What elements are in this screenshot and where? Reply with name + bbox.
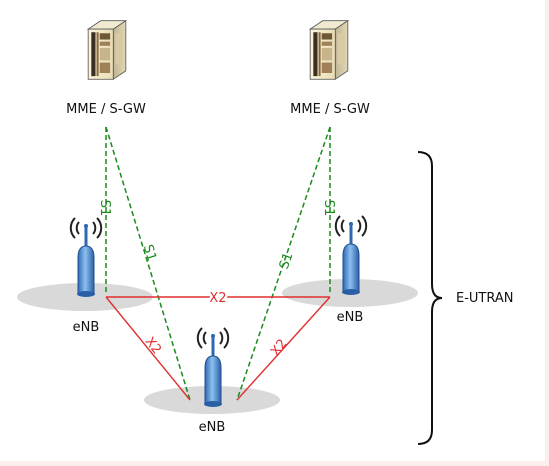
gateway-left-label: MME / S-GW: [66, 102, 146, 117]
s1-label-right-vertical: S1: [321, 200, 336, 217]
enb-left-label: eNB: [73, 320, 100, 335]
x2-links: [105, 296, 331, 401]
s1-link-right-center: [236, 126, 331, 401]
x2-link-left: [105, 296, 191, 401]
x2-label-top: X2: [209, 291, 226, 306]
server-tower-icon: [309, 20, 349, 80]
s1-label-left-vertical: S1: [97, 200, 112, 217]
enb-right-label: eNB: [337, 310, 364, 325]
enb-center: eNB: [196, 327, 230, 435]
s1-links: [105, 126, 331, 401]
x2-label-right: X2: [268, 336, 290, 359]
enb-left: eNB: [69, 217, 103, 335]
enb-left-ground: [17, 283, 153, 311]
x2-label-left: X2: [142, 334, 164, 357]
x2-link-right: [236, 296, 331, 401]
eutran-label: E-UTRAN: [456, 291, 513, 306]
gateway-right: MME / S-GW: [290, 20, 370, 117]
s1-link-left-center: [105, 126, 191, 401]
eutran-brace: [417, 151, 443, 445]
enb-right: eNB: [334, 215, 368, 325]
gateway-right-label: MME / S-GW: [290, 102, 370, 117]
enb-center-label: eNB: [199, 420, 226, 435]
s1-label-left-diagonal: S1: [140, 243, 159, 263]
s1-label-right-diagonal: S1: [277, 251, 297, 272]
gateway-left: MME / S-GW: [66, 20, 146, 117]
server-tower-icon: [87, 20, 127, 80]
